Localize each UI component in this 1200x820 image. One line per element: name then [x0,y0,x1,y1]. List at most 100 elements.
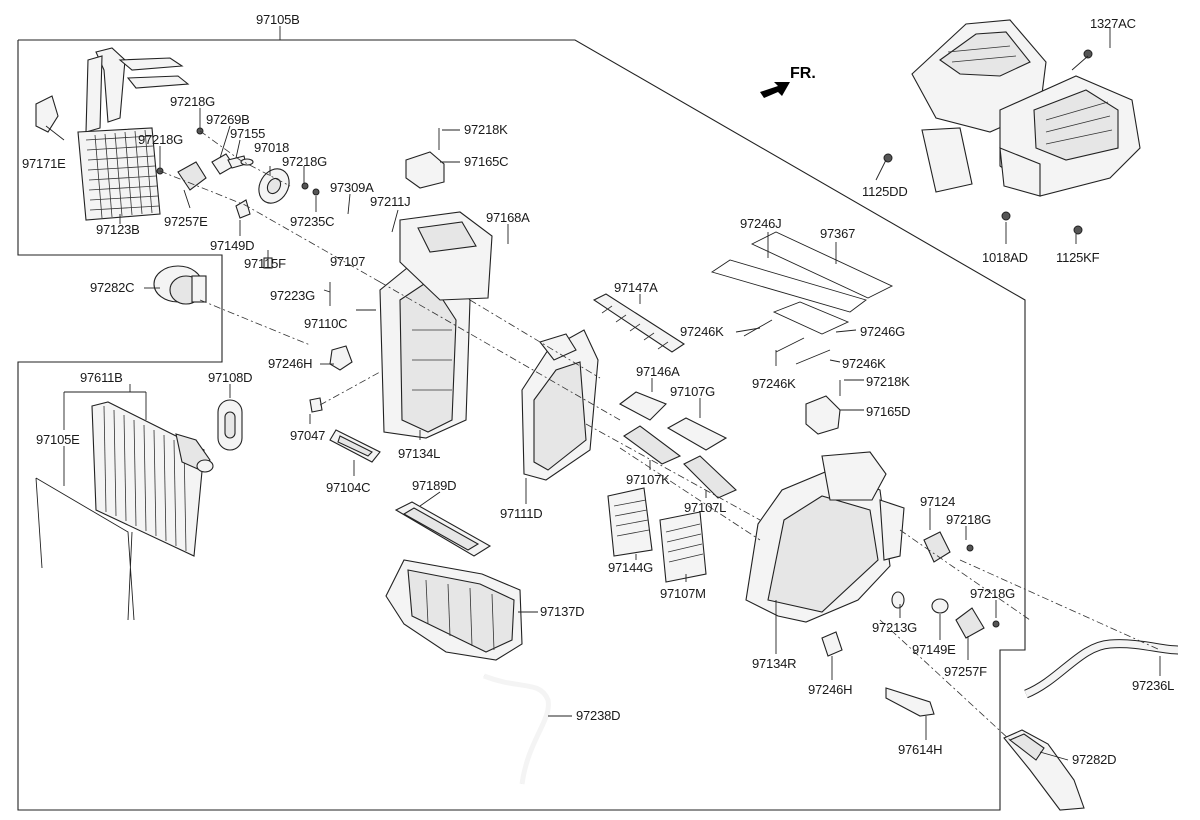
air-filter-part [394,501,492,557]
part-label-97137D: 97137D [540,604,584,619]
part-label-97282D: 97282D [1072,752,1116,767]
part-label-97123B: 97123B [96,222,140,237]
part-label-97218K-b: 97218K [866,374,910,389]
part-label-97218G-d: 97218G [946,512,991,527]
gasket-part [329,345,381,463]
drain-hose-part [483,673,551,785]
part-label-97047: 97047 [290,428,325,443]
screw-small-part [156,127,320,196]
part-label-97107: 97107 [330,254,365,269]
part-label-97104C: 97104C [326,480,370,495]
part-label-97107M: 97107M [660,586,706,601]
part-label-97168A: 97168A [486,210,530,225]
part-labels: 97105B 1327AC 97218G 97269B 97155 97218G… [22,12,1174,767]
part-label-97147A: 97147A [614,280,658,295]
part-label-97155: 97155 [230,126,265,141]
link-part [235,199,273,269]
actuator-right-part [891,531,1000,639]
duct-connector-part [405,128,445,189]
part-label-1125KF: 1125KF [1056,250,1100,265]
part-label-97309A: 97309A [330,180,374,195]
part-label-97146A: 97146A [636,364,680,379]
part-label-1125DD: 1125DD [862,184,908,199]
part-label-97115F: 97115F [244,256,286,271]
part-label-97213G: 97213G [872,620,917,635]
clip-part [309,397,323,413]
part-label-97018: 97018 [254,140,289,155]
assembly-boundary-frame [17,39,1026,811]
gasket-right-part [821,631,843,657]
mode-actuator-part [177,153,254,191]
part-label-97218K-a: 97218K [464,122,508,137]
part-label-97111D: 97111D [500,506,542,521]
part-label-97246J: 97246J [740,216,781,231]
part-label-97218G-a: 97218G [170,94,215,109]
filter-part [592,293,686,353]
part-label-97165C: 97165C [464,154,508,169]
part-label-97110C: 97110C [304,316,347,331]
front-direction-arrow-icon [760,82,790,98]
left-case-part [379,211,493,439]
part-label-97269B: 97269B [206,112,250,127]
evaporator-part [91,401,214,557]
part-label-97223G: 97223G [270,288,315,303]
part-label-97107L: 97107L [684,500,726,515]
door-lever-part [258,168,290,204]
mode-door-part [607,487,707,583]
part-label-97105B: 97105B [256,12,300,27]
part-label-97134L: 97134L [398,446,440,461]
part-label-97149E: 97149E [912,642,956,657]
blower-motor-part [153,265,207,305]
part-label-97246K-b: 97246K [752,376,796,391]
part-label-97238D: 97238D [576,708,620,723]
part-label-97257F: 97257F [944,664,987,679]
heater-core-part [77,47,190,221]
part-label-97134R: 97134R [752,656,796,671]
blower-duct-part [1003,729,1085,811]
part-label-97257E: 97257E [164,214,208,229]
hvac-assembly-part [911,19,1141,197]
part-label-97105E: 97105E [36,432,80,447]
heater-core-bracket-part [35,95,59,133]
part-label-1327AC: 1327AC [1090,16,1136,31]
part-label-97367: 97367 [820,226,855,241]
part-label-97246H-b: 97246H [808,682,852,697]
front-direction-label: FR. [790,65,816,82]
part-label-97246K-a: 97246K [680,324,724,339]
lower-case-part [385,559,523,661]
part-label-97246K-c: 97246K [842,356,886,371]
center-case-part [521,329,599,481]
part-label-97124: 97124 [920,494,955,509]
part-label-97165D: 97165D [866,404,910,419]
part-label-97614H: 97614H [898,742,942,757]
leader-lines [45,26,1161,761]
part-label-97144G: 97144G [608,560,653,575]
part-label-97611B: 97611B [80,370,123,385]
part-label-97218G-e: 97218G [970,586,1015,601]
part-label-97108D: 97108D [208,370,252,385]
part-label-97282C: 97282C [90,280,134,295]
part-label-97211J: 97211J [370,194,411,209]
part-label-97189D: 97189D [412,478,456,493]
right-case-part [745,451,905,623]
part-label-97246H-a: 97246H [268,356,312,371]
part-label-1018AD: 1018AD [982,250,1028,265]
part-label-97149D: 97149D [210,238,254,253]
part-label-97236L: 97236L [1132,678,1174,693]
temp-door-part [618,391,737,499]
bolt-part [883,49,1093,235]
part-label-97246G: 97246G [860,324,905,339]
evaporator-seal-frame-part [35,477,135,621]
filter-seal-part [710,231,894,365]
part-label-97235C: 97235C [290,214,334,229]
part-label-97107K: 97107K [626,472,670,487]
part-label-97107G: 97107G [670,384,715,399]
part-label-97218G-c: 97218G [282,154,327,169]
bracket-right-part [885,687,935,717]
drain-hose-right-part [1024,639,1179,699]
duct-connector-right-part [805,380,841,435]
part-label-97171E: 97171E [22,156,66,171]
grommet-part [217,399,243,451]
part-label-97218G-b: 97218G [138,132,183,147]
